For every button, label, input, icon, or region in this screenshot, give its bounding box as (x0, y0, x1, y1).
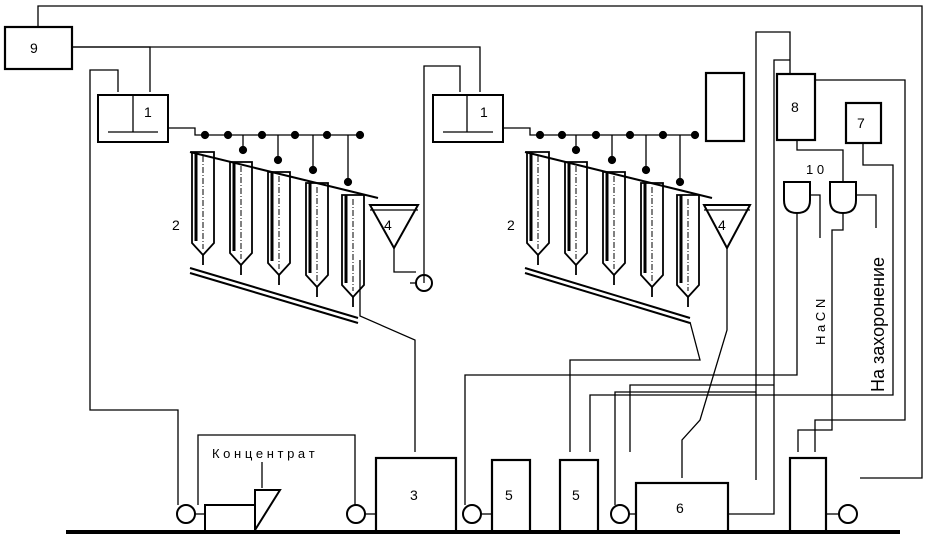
sub-valve-left-3 (308, 165, 318, 175)
sub-valve-left-1 (238, 145, 248, 155)
label-concentrate: К о н ц е н т р а т (212, 446, 315, 461)
label-nacn: Н а С N (813, 299, 828, 345)
unit-blank-box (704, 71, 746, 143)
line-to-8 (755, 31, 791, 480)
line-third-loop (614, 391, 756, 505)
leaching-column-left-5 (341, 194, 365, 299)
unit-3-box (374, 456, 458, 534)
line-8-to-10 (796, 140, 844, 182)
line-9-to-tank1-right (72, 46, 481, 92)
label-unit-7: 7 (857, 115, 865, 131)
label-unit-8: 8 (791, 99, 799, 115)
valve-right-3 (591, 130, 601, 140)
arrow-tank1-right-in (423, 65, 461, 283)
unit-10-b-out (856, 194, 877, 228)
label-unit-4-left: 4 (384, 217, 392, 233)
unit-10-b (829, 181, 857, 215)
label-unit-9: 9 (30, 40, 38, 56)
thickener-4-left (368, 204, 420, 251)
collector-left-to-3 (359, 260, 416, 452)
sub-valve-right-3 (641, 165, 651, 175)
sub-valve-right-4 (675, 177, 685, 187)
leaching-column-right-5 (676, 194, 700, 299)
label-unit-2-left: 2 (172, 217, 180, 233)
valve-left-6 (355, 130, 365, 140)
label-burial: На захоронение (868, 257, 888, 392)
leaching-column-left-1 (191, 151, 215, 257)
line-7-down (589, 143, 894, 452)
label-unit-1-right: 1 (480, 104, 488, 120)
thickener-right-to-6 (681, 248, 728, 478)
leaching-column-right-2 (564, 161, 588, 267)
line-second-loop (629, 384, 774, 452)
pump-bottom-2 (346, 504, 366, 524)
label-unit-5a: 5 (505, 487, 513, 503)
valve-right-5 (658, 130, 668, 140)
label-unit-2-right: 2 (507, 217, 515, 233)
pump-bottom-1 (176, 504, 196, 524)
unit-5a-box (490, 458, 532, 534)
valve-left-2 (223, 130, 233, 140)
leaching-column-left-2 (229, 161, 253, 267)
column-rack-lower-left (189, 267, 359, 319)
unit-5b-box (558, 458, 600, 534)
label-unit-4-right: 4 (718, 217, 726, 233)
leaching-column-left-4 (305, 182, 329, 289)
label-unit-10: 1 0 (806, 162, 824, 177)
feeder-hopper (254, 489, 282, 534)
valve-left-4 (290, 130, 300, 140)
top-feedback-line (37, 5, 923, 479)
unit-9-box (3, 25, 74, 71)
column-rack-upper-right (524, 151, 713, 199)
unit-right-box (788, 456, 828, 534)
thickener-4-right (702, 204, 752, 251)
column-rack-lower-right-2 (524, 272, 691, 324)
leaching-column-right-1 (526, 151, 550, 257)
line-feeder-up (197, 434, 356, 505)
pump-bottom-3 (462, 504, 482, 524)
valve-right-6 (690, 130, 700, 140)
valve-left-1 (200, 130, 210, 140)
unit-10-a-down (464, 213, 798, 505)
label-unit-3: 3 (410, 487, 418, 503)
unit-6-box (634, 481, 730, 534)
line-8-right (814, 79, 906, 452)
pump-bottom-4 (610, 504, 630, 524)
pump-bottom-5 (838, 504, 858, 524)
valve-right-4 (625, 130, 635, 140)
valve-left-3 (257, 130, 267, 140)
feeder-box (204, 504, 256, 533)
tank-1-right (432, 94, 504, 143)
thickener-left-underflow (393, 248, 416, 273)
column-rack-upper-left (189, 151, 379, 199)
line-6-to-8 (728, 59, 790, 515)
valve-left-5 (322, 130, 332, 140)
label-unit-5b: 5 (572, 487, 580, 503)
line-left-loop (89, 95, 179, 505)
unit-10-b-down (797, 213, 844, 452)
leaching-column-left-3 (267, 171, 291, 277)
unit-10-a (783, 181, 811, 215)
label-unit-1-left: 1 (144, 104, 152, 120)
sub-valve-left-2 (273, 155, 283, 165)
column-rack-lower-left-2 (189, 272, 359, 324)
sub-valve-right-2 (607, 155, 617, 165)
sub-valve-left-4 (343, 177, 353, 187)
valve-right-2 (557, 130, 567, 140)
sub-valve-right-1 (571, 145, 581, 155)
unit-8-box (775, 72, 817, 142)
arrow-tank1-left-in (89, 69, 119, 95)
collector-right-to-5 (569, 321, 701, 452)
unit-10-a-out (810, 194, 821, 238)
leaching-column-right-4 (640, 182, 664, 289)
column-rack-lower-right (524, 267, 691, 319)
labels-group: 9 1 1 2 2 4 4 8 7 1 0 3 5 5 6 К о н ц е … (30, 40, 888, 516)
label-unit-6: 6 (676, 500, 684, 516)
valve-right-1 (535, 130, 545, 140)
leaching-column-right-3 (602, 171, 626, 277)
